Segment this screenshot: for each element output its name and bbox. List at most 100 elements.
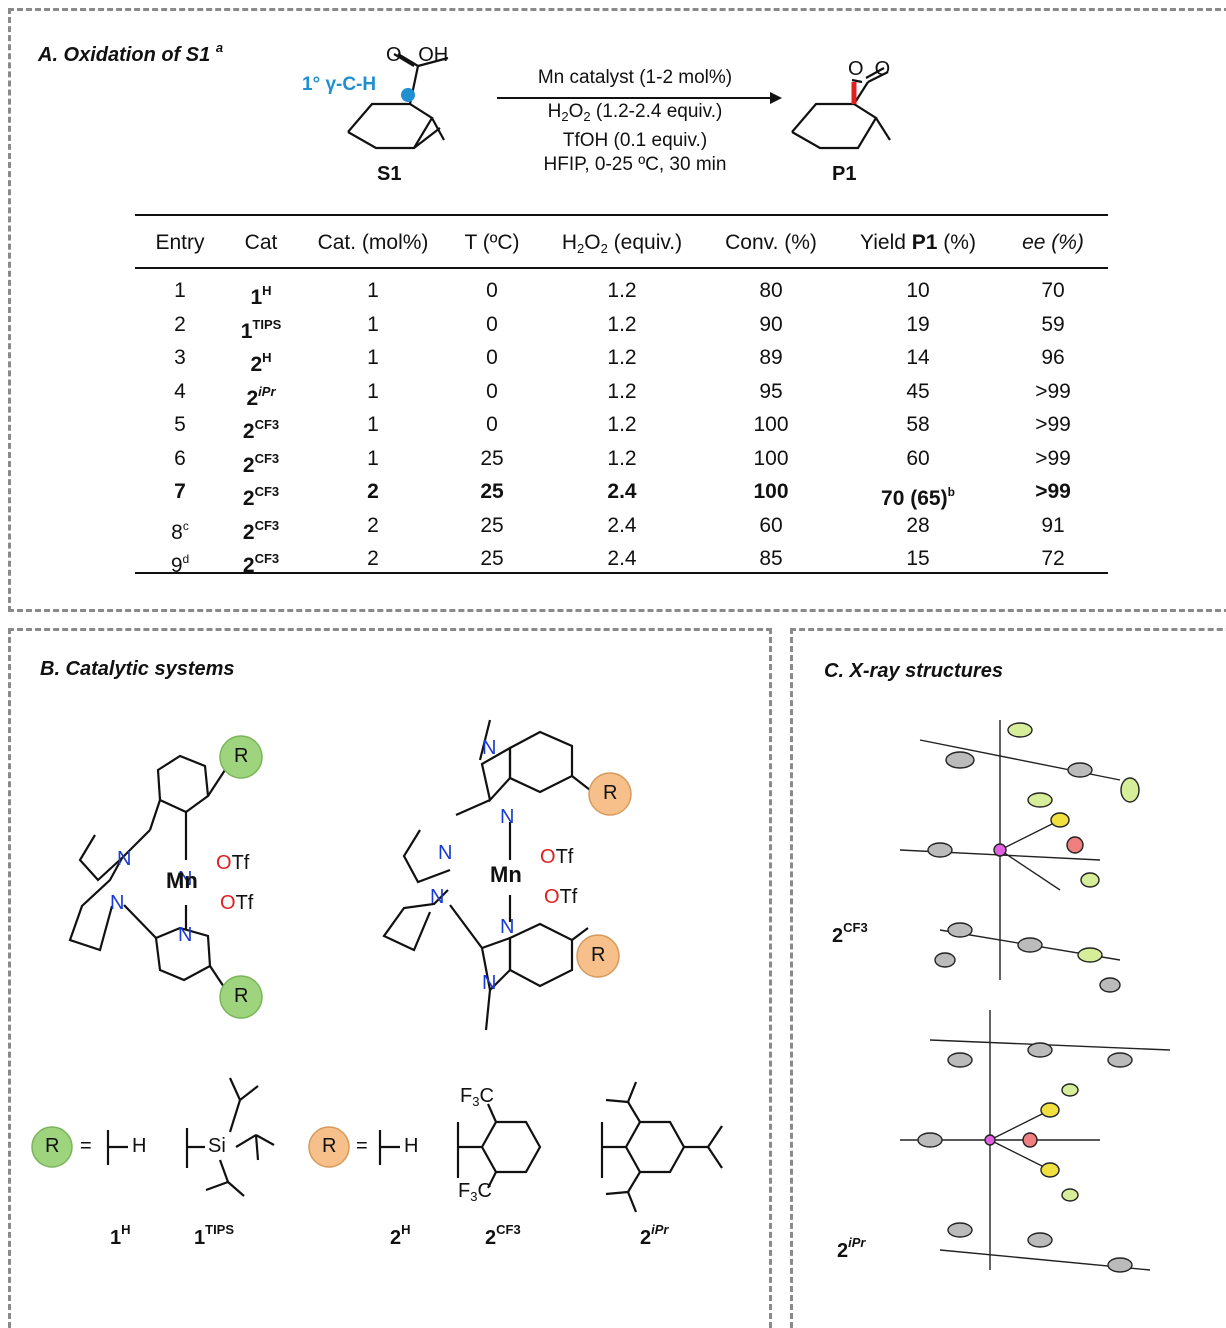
xray-label-2cf3: 2CF3 — [832, 920, 868, 947]
cell-cat-loading: 2 — [367, 513, 379, 537]
table-bottom-rule — [135, 572, 1108, 574]
legend-orange-r: R — [322, 1135, 337, 1157]
table-header-row: Entry Cat Cat. (mol%) T (ºC) H2O2 (equiv… — [135, 228, 1108, 258]
product-label: P1 — [832, 163, 857, 185]
cell-entry: 6 — [174, 446, 186, 470]
legend-f3c-bottom: F3C — [458, 1180, 492, 1204]
reaction-conditions: Mn catalyst (1-2 mol%) H2O2 (1.2-2.4 equ… — [500, 66, 770, 177]
cell-conversion: 100 — [753, 413, 789, 436]
cell-temperature: 0 — [486, 413, 498, 436]
cat2-n-1: N — [482, 737, 497, 759]
cell-cat: 2CF3 — [242, 484, 280, 510]
cell-ee: 59 — [1041, 312, 1065, 336]
cell-yield: 60 — [906, 446, 930, 470]
cell-ee: 91 — [1041, 513, 1065, 537]
table-header-rule — [135, 267, 1108, 269]
cell-cat: 2CF3 — [242, 417, 280, 443]
header-ee: ee (%) — [1022, 231, 1084, 254]
cell-yield: 28 — [906, 513, 930, 537]
cell-entry: 8c — [171, 518, 189, 544]
cell-cat-loading: 2 — [367, 547, 379, 570]
cat1-otf-1: OTf — [216, 852, 250, 874]
lactone-oxygen-labels: O O — [848, 58, 891, 80]
label-1-h: 1H — [110, 1222, 131, 1249]
cat1-n-pyridine-bottom: N — [178, 924, 193, 946]
cell-cat: 2CF3 — [242, 517, 280, 544]
cell-temperature: 25 — [480, 513, 504, 537]
cell-cat: 1TIPS — [240, 316, 282, 343]
condition-acid: TfOH (0.1 equiv.) — [562, 130, 708, 151]
cell-temperature: 0 — [486, 379, 498, 403]
legend-green-r: R — [45, 1135, 60, 1157]
cat1-n-amine-2: N — [110, 892, 125, 914]
cell-cat: 2iPr — [246, 383, 276, 410]
header-cat-loading: Cat. (mol%) — [317, 231, 429, 254]
cell-yield: 45 — [906, 379, 930, 403]
xray-2ipr — [900, 1010, 1171, 1273]
cat1-r-top: R — [234, 745, 249, 767]
cell-cat-loading: 2 — [367, 480, 379, 503]
cell-h2o2: 1.2 — [607, 346, 637, 369]
cat2-n-4: N — [482, 972, 497, 994]
condition-oxidant: H2O2 (1.2-2.4 equiv.) — [547, 101, 723, 124]
cell-ee: 70 — [1041, 279, 1065, 302]
table-top-rule — [135, 214, 1108, 216]
cell-entry: 5 — [174, 413, 186, 436]
cell-h2o2: 2.4 — [607, 547, 637, 570]
cell-yield: 10 — [906, 279, 930, 302]
legend-si: Si — [208, 1135, 226, 1157]
panel-b-catalysts — [8, 628, 772, 1328]
cell-conversion: 60 — [759, 513, 783, 537]
cell-conversion: 85 — [759, 547, 783, 570]
cell-conversion: 89 — [759, 346, 783, 369]
cell-h2o2: 1.2 — [607, 312, 637, 336]
ch-bond-label: 1° γ-C-H — [302, 74, 377, 95]
header-temperature: T (ºC) — [464, 231, 520, 254]
cat2-n-amine-2: N — [430, 886, 445, 908]
cell-temperature: 0 — [486, 312, 498, 336]
acid-label: O OH — [386, 44, 449, 66]
label-1-tips: 1TIPS — [194, 1222, 235, 1249]
cell-cat: 2H — [250, 350, 272, 376]
legend-f3c-top: F3C — [460, 1085, 494, 1109]
cell-cat-loading: 1 — [367, 413, 379, 436]
cell-conversion: 80 — [759, 279, 783, 302]
xray-2cf3 — [899, 720, 1140, 993]
cell-temperature: 25 — [480, 547, 504, 570]
cell-cat-loading: 1 — [367, 446, 379, 470]
substrate-label: S1 — [377, 163, 402, 185]
cell-h2o2: 2.4 — [607, 513, 637, 537]
cat2-r-top: R — [603, 782, 618, 804]
cat2-otf-2: OTf — [544, 886, 578, 908]
cell-h2o2: 1.2 — [607, 446, 637, 470]
cat1-otf-2: OTf — [220, 892, 254, 914]
cell-cat-loading: 1 — [367, 279, 379, 302]
cat2-otf-1: OTf — [540, 846, 574, 868]
cat2-r-bottom: R — [591, 944, 606, 966]
cell-entry: 3 — [174, 346, 186, 369]
cat2-n-2: N — [500, 806, 515, 828]
cell-h2o2: 1.2 — [607, 413, 637, 436]
cell-yield: 70 (65)b — [881, 485, 955, 510]
cat2-n-3: N — [500, 916, 515, 938]
label-2-ipr: 2iPr — [640, 1222, 669, 1249]
panel-a-oxidation — [8, 8, 1226, 612]
cell-entry: 2 — [174, 312, 186, 336]
cell-temperature: 0 — [486, 279, 498, 302]
cat2-n-amine-1: N — [438, 842, 453, 864]
header-yield: Yield P1 (%) — [860, 231, 976, 254]
cell-entry: 7 — [174, 480, 186, 503]
table-row: 8c 2CF3 2 25 2.4 60 28 91 — [135, 511, 1108, 544]
cell-temperature: 25 — [480, 446, 504, 470]
cell-ee: >99 — [1035, 413, 1071, 436]
cell-yield: 58 — [906, 413, 930, 436]
cell-cat-loading: 1 — [367, 346, 379, 369]
cell-ee: 96 — [1041, 346, 1065, 369]
legend-green-eq: = — [80, 1135, 92, 1157]
